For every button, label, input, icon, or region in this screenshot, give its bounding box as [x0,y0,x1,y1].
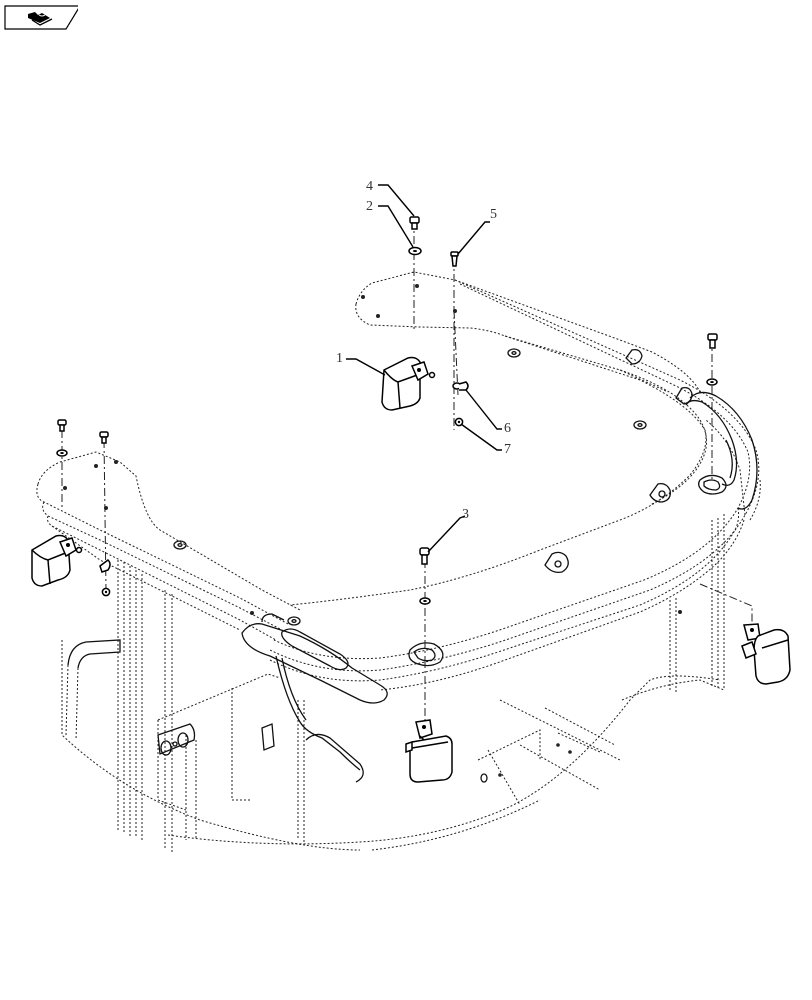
nut-7-icon [454,417,464,427]
cab-body [61,514,725,852]
washer-front-icon [419,597,431,605]
washer-left-icon [56,449,68,457]
fasteners [56,216,718,605]
roof-hole-markers [63,284,647,626]
screw-5-icon [450,251,459,267]
callout-2: 2 [366,199,373,214]
work-lamp-front-center[interactable] [405,719,453,783]
bolt-4-icon [409,216,420,230]
callout-4: 4 [366,179,373,194]
book-return-icon [4,5,82,30]
callouts: 4 2 5 1 6 7 3 [336,179,511,553]
bolt-right-icon [707,333,718,349]
return-to-index-button[interactable] [4,4,82,30]
callout-3: 3 [462,507,469,522]
callout-6: 6 [504,421,511,436]
bolt-3-icon [419,547,430,565]
washer-right-icon [706,378,718,386]
clip-6-icon [452,381,469,391]
bolt-left-a-icon [57,419,67,432]
nut-left-icon [101,587,111,597]
work-lamp-left[interactable] [31,534,83,587]
roof-frame [36,271,761,704]
callout-1: 1 [336,351,343,366]
work-lamp-rear-center[interactable] [381,356,436,411]
clip-left-icon [99,559,111,573]
work-lamp-right[interactable] [741,623,791,685]
bolt-left-b-icon [99,431,109,444]
washer-2-icon [408,246,422,256]
callout-5: 5 [490,207,497,222]
callout-7: 7 [504,442,511,457]
assembly-axes [61,220,753,725]
